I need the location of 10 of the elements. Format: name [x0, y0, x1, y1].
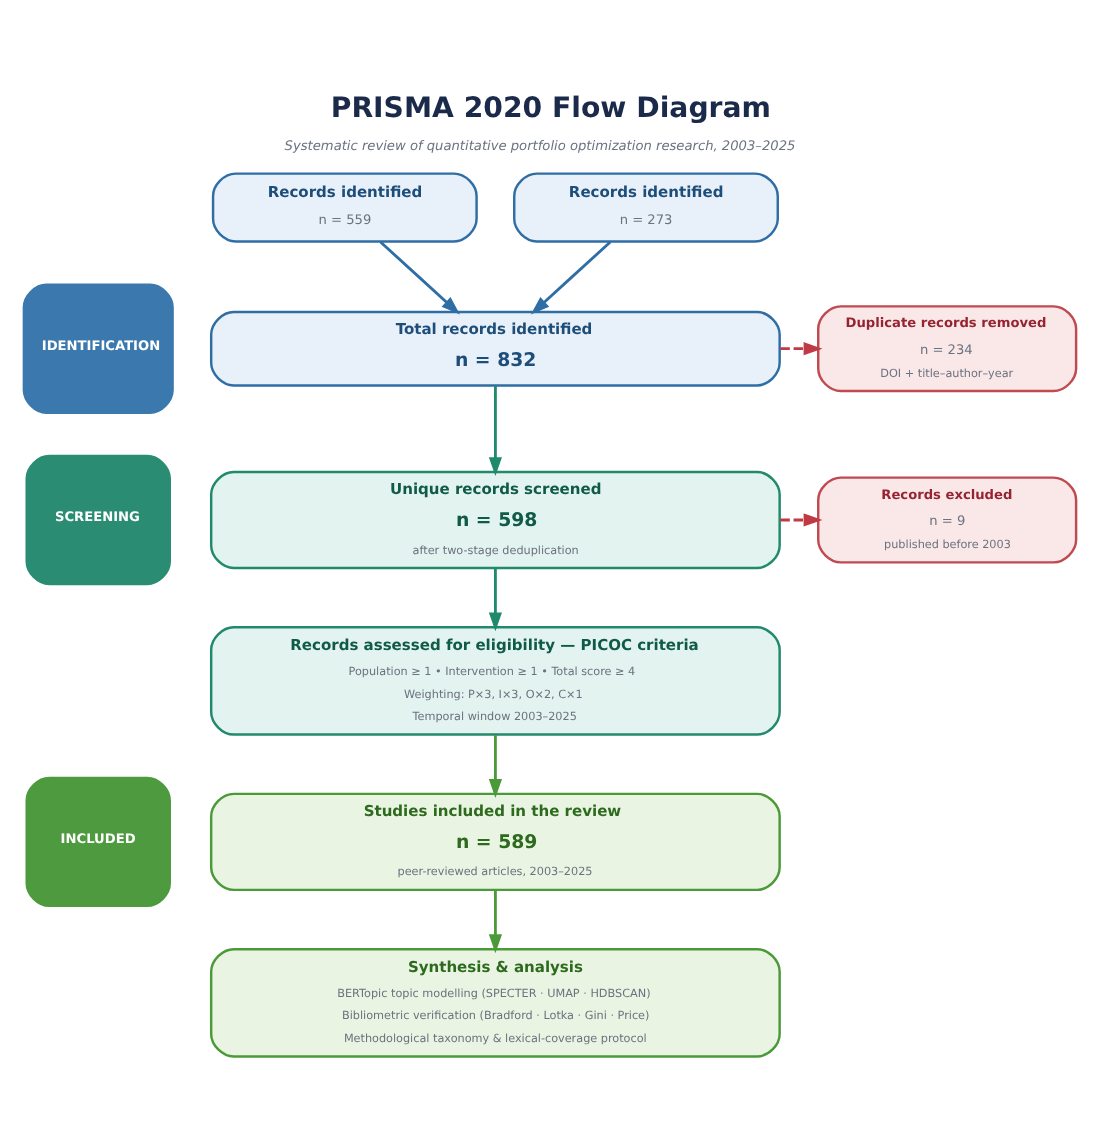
arrow: [780, 342, 823, 356]
arrow: [780, 513, 823, 527]
arrow: [530, 240, 612, 315]
arrow: [488, 890, 502, 954]
node-box: Total records identified n = 832: [209, 310, 781, 387]
arrow: [488, 568, 502, 632]
diagram-title: PRISMA 2020 Flow Diagram: [330, 93, 771, 126]
arrow: [379, 240, 460, 315]
arrow: [488, 386, 502, 477]
arrow: [488, 735, 502, 798]
